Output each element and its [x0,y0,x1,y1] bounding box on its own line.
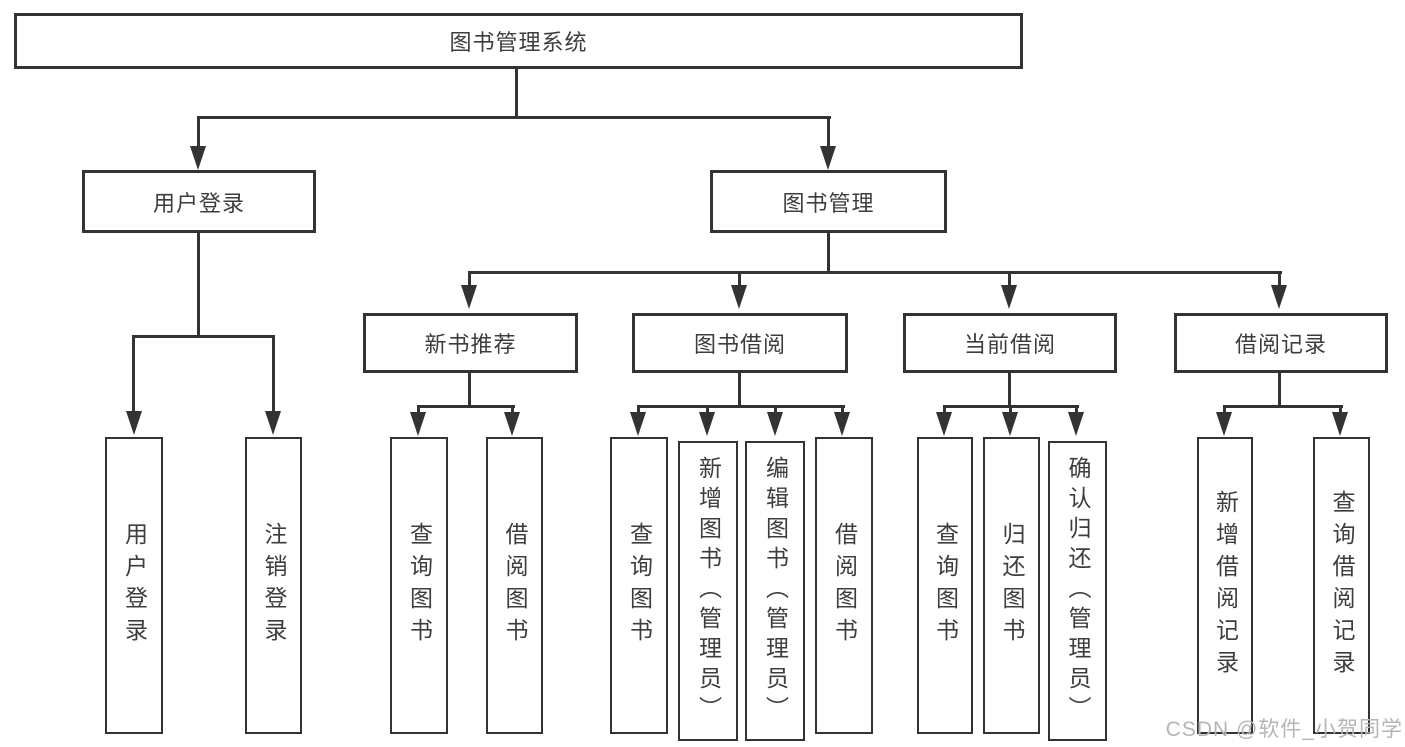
leaf-confirm-return-admin-label: 确认归还（管理员） [1065,456,1091,726]
section-book-borrowing: 图书借阅 [632,313,848,373]
section-current-borrowing: 当前借阅 [903,313,1117,373]
arrow-down-icon [1271,285,1287,309]
section-new-book-recommend: 新书推荐 [363,313,578,373]
leaf-recommend-borrow-books-label: 借阅图书 [502,521,528,650]
root-node: 图书管理系统 [14,13,1023,69]
leaf-borrowing-query-books: 查询图书 [610,437,668,734]
arrow-down-icon [265,411,281,435]
section-borrow-records: 借阅记录 [1174,313,1388,373]
leaf-recommend-borrow-books: 借阅图书 [486,437,543,734]
arrow-down-icon [1002,412,1018,436]
leaf-add-book-admin: 新增图书（管理员） [678,441,738,741]
arrow-down-icon [126,411,142,435]
leaf-user-login-label: 用户登录 [121,521,148,650]
connector-line [1008,271,1011,287]
arrow-down-icon [1068,412,1084,436]
leaf-query-borrow-record-label: 查询借阅记录 [1329,489,1355,682]
connector-line [1278,371,1281,407]
connector-line [738,371,741,407]
leaf-confirm-return-admin: 确认归还（管理员） [1048,441,1107,741]
branch-user-login: 用户登录 [82,170,316,233]
connector-line [1075,405,1078,414]
connector-line [637,405,640,414]
leaf-user-login: 用户登录 [105,437,163,734]
leaf-add-borrow-record-label: 新增借阅记录 [1212,489,1239,682]
section-book-borrowing-label: 图书借阅 [693,332,786,357]
leaf-current-query-books-label: 查询图书 [932,521,959,650]
connector-line [943,405,946,414]
leaf-edit-book-admin-label: 编辑图书（管理员） [762,456,789,726]
connector-line [272,335,275,413]
arrow-down-icon [834,412,850,436]
connector-line [197,231,200,337]
connector-line [511,405,514,414]
connector-line [637,405,845,408]
arrow-down-icon [731,285,747,309]
connector-line [827,116,830,148]
connector-line [417,405,515,408]
connector-line [468,271,471,287]
root-node-label: 图书管理系统 [449,30,588,55]
branch-user-login-label: 用户登录 [152,190,245,216]
section-borrow-records-label: 借阅记录 [1234,332,1327,357]
connector-line [515,69,518,118]
leaf-add-borrow-record: 新增借阅记录 [1197,437,1253,734]
connector-line [1339,405,1342,414]
connector-line [197,116,200,148]
arrow-down-icon [1001,285,1017,309]
connector-line [706,405,709,414]
arrow-down-icon [936,412,952,436]
connector-line [1009,405,1012,414]
arrow-down-icon [767,412,783,436]
leaf-return-book-label: 归还图书 [999,521,1025,650]
connector-line [827,231,830,273]
leaf-recommend-query-books: 查询图书 [390,437,448,734]
leaf-edit-book-admin: 编辑图书（管理员） [745,441,805,741]
arrow-down-icon [1216,412,1232,436]
connector-line [1223,405,1343,408]
connector-line [132,335,135,413]
arrow-down-icon [1332,412,1348,436]
section-current-borrowing-label: 当前借阅 [963,332,1056,357]
leaf-logout-label: 注销登录 [261,521,287,650]
branch-book-management: 图书管理 [710,170,947,233]
connector-line [774,405,777,414]
csdn-watermark: CSDN @软件_小贺同学 [1165,718,1403,741]
leaf-logout: 注销登录 [245,437,302,734]
connector-line [197,116,831,119]
leaf-query-borrow-record: 查询借阅记录 [1313,437,1370,734]
branch-book-management-label: 图书管理 [782,190,875,216]
leaf-return-book: 归还图书 [983,437,1040,734]
leaf-add-book-admin-label: 新增图书（管理员） [695,456,722,726]
arrow-down-icon [410,412,426,436]
arrow-down-icon [504,412,520,436]
connector-line [1223,405,1226,414]
connector-line [1008,371,1011,407]
leaf-borrowing-query-books-label: 查询图书 [626,521,653,650]
connector-line [468,371,471,407]
connector-line [1278,271,1281,287]
connector-line [468,271,1282,274]
arrow-down-icon [630,412,646,436]
arrow-down-icon [699,412,715,436]
connector-line [417,405,420,414]
arrow-down-icon [820,146,836,170]
connector-line [841,405,844,414]
section-new-book-recommend-label: 新书推荐 [424,332,517,357]
arrow-down-icon [190,146,206,170]
leaf-borrowing-borrow-books: 借阅图书 [815,437,873,734]
arrow-down-icon [461,285,477,309]
leaf-recommend-query-books-label: 查询图书 [406,521,433,650]
leaf-current-query-books: 查询图书 [917,437,973,734]
leaf-borrowing-borrow-books-label: 借阅图书 [831,521,858,650]
connector-line [738,271,741,287]
connector-line [132,335,275,338]
